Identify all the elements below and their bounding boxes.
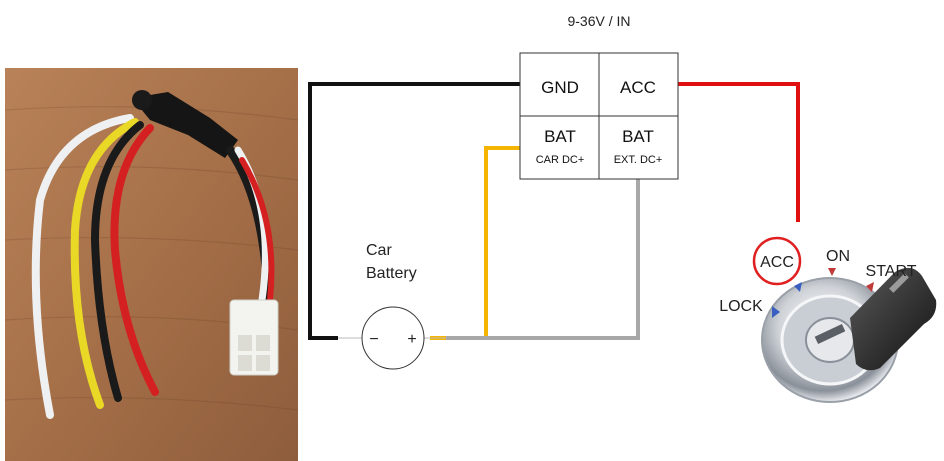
car-battery: Car Battery − + [338, 242, 446, 370]
car-dc-wire [430, 146, 520, 340]
battery-minus: − [369, 331, 378, 348]
voltage-label: 9-36V / IN [567, 13, 630, 29]
harness-photo [4, 68, 299, 461]
terminal-gnd: GND [541, 78, 579, 97]
terminal-block: GND ACC BAT CAR DC+ BAT EXT. DC+ [519, 52, 679, 180]
battery-label-line1: Car [366, 242, 392, 259]
ignition-on-label: ON [826, 248, 850, 265]
ignition-start-label: START [866, 263, 917, 280]
ignition-acc-label: ACC [760, 254, 794, 271]
acc-wire [678, 82, 800, 222]
wires [308, 82, 800, 340]
terminal-bat-ext-sub: EXT. DC+ [614, 154, 663, 166]
key-icon [850, 267, 937, 371]
battery-plus: + [407, 331, 416, 348]
terminal-bat-car-sub: CAR DC+ [536, 154, 585, 166]
start-marker [866, 282, 874, 292]
battery-symbol [361, 306, 425, 370]
gnd-wire [308, 82, 520, 340]
acc-marker [794, 282, 802, 292]
battery-label-line2: Battery [366, 265, 417, 282]
terminal-bat-ext: BAT [622, 127, 654, 146]
ignition-switch: ACC ON START LOCK [719, 236, 937, 403]
ext-dc-wire [446, 178, 640, 340]
lock-marker [772, 306, 780, 318]
terminal-bat-car: BAT [544, 127, 576, 146]
acc-highlight-circle [752, 236, 802, 286]
on-marker [828, 268, 836, 276]
ignition-lock-label: LOCK [719, 298, 763, 315]
terminal-acc: ACC [620, 78, 656, 97]
